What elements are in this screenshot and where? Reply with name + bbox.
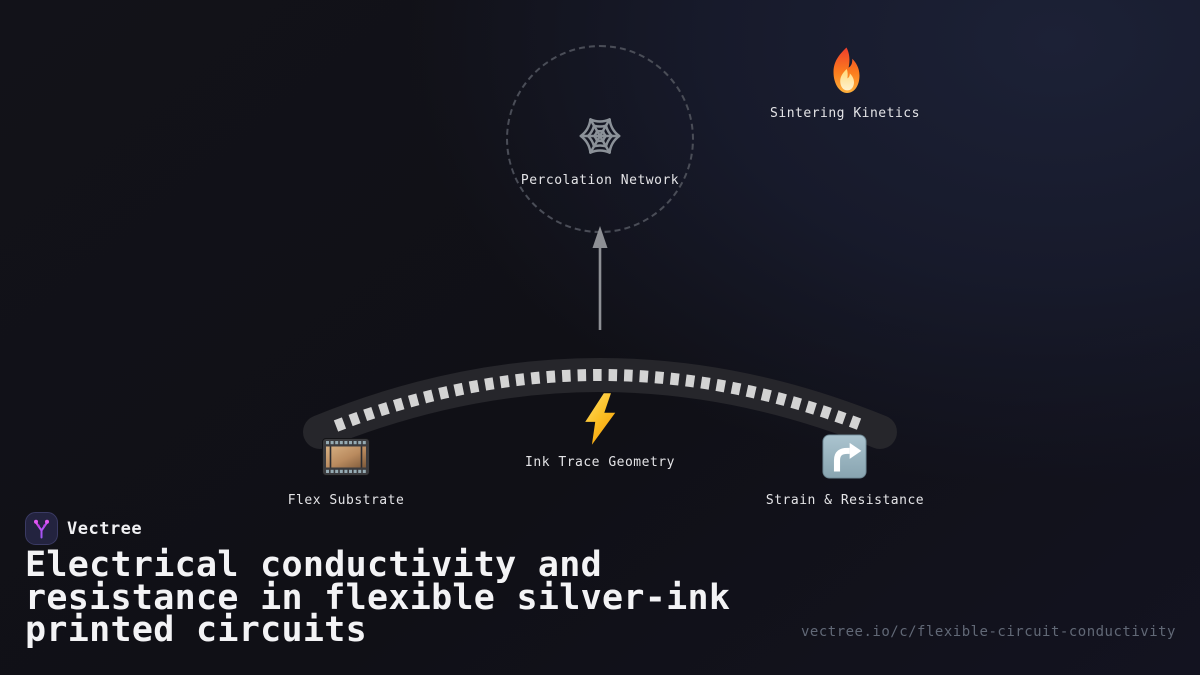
up-arrow-icon xyxy=(592,226,608,330)
spider-web-icon xyxy=(579,118,621,154)
fire-icon xyxy=(833,47,860,93)
page-title: Electrical conductivity and resistance i… xyxy=(25,545,731,650)
sintering-kinetics-label: Sintering Kinetics xyxy=(770,106,920,121)
curved-right-arrow-icon xyxy=(822,434,867,479)
brand-name: Vectree xyxy=(67,519,143,539)
strain-resistance-label: Strain & Resistance xyxy=(765,493,925,508)
film-frames-icon xyxy=(322,438,370,476)
lightning-bolt-icon xyxy=(585,393,616,445)
page-url: vectree.io/c/flexible-circuit-conductivi… xyxy=(800,624,1176,640)
percolation-network-label: Percolation Network xyxy=(520,173,680,188)
flex-substrate-label: Flex Substrate xyxy=(287,493,405,508)
vectree-logo-icon xyxy=(25,512,58,545)
flexible-substrate-arc xyxy=(303,358,897,449)
ink-trace-geometry-label: Ink Trace Geometry xyxy=(525,455,675,470)
